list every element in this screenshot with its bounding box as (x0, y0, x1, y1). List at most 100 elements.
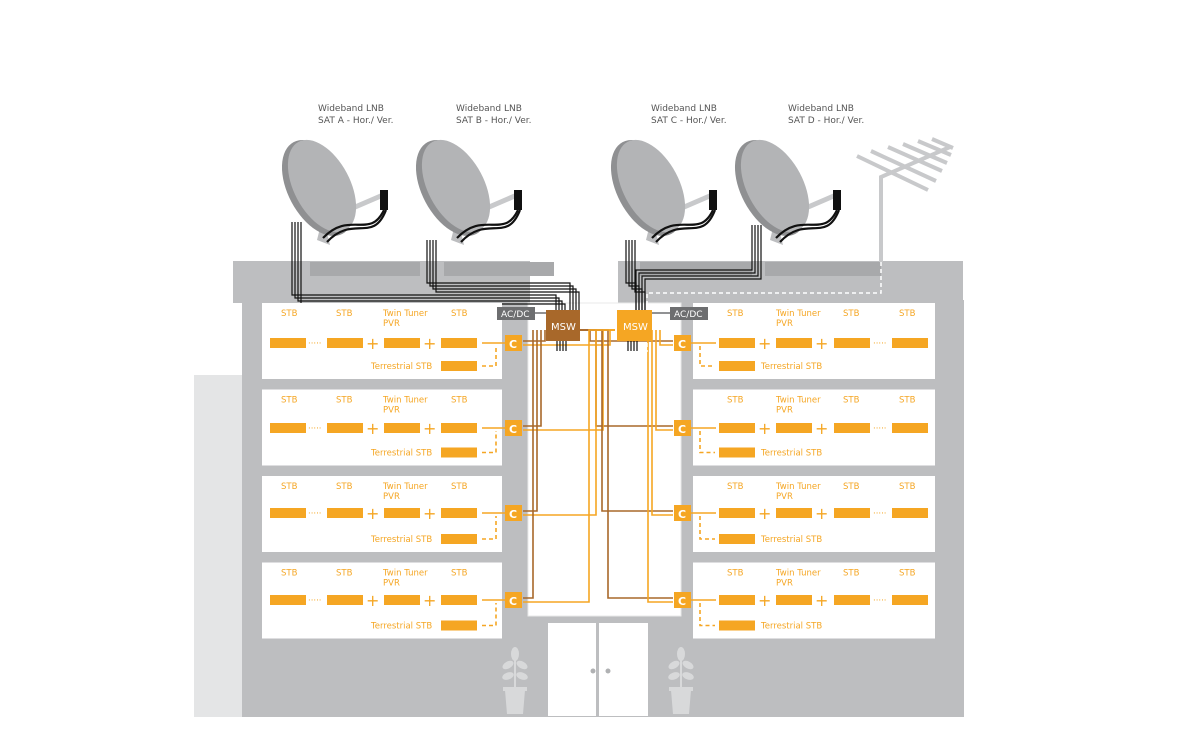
satellite-cable-b (426, 240, 571, 312)
pvr-label: PVR (776, 492, 793, 502)
pot (671, 690, 691, 714)
plus-icon: + (366, 334, 379, 353)
stb-label: STB (336, 309, 353, 319)
stb-device-icon (834, 338, 870, 348)
plus-icon: + (423, 334, 436, 353)
stb-label: STB (281, 396, 298, 406)
terrestrial-cable (482, 516, 497, 540)
pot-rim (669, 687, 693, 691)
pvr-label: PVR (383, 319, 400, 329)
satellite-cable-d (635, 225, 753, 312)
terrestrial-device-icon (719, 361, 755, 371)
stb-label: STB (899, 569, 916, 579)
stb-label: STB (843, 569, 860, 579)
terrestrial-cable (699, 431, 715, 454)
msw-box (546, 310, 580, 341)
stb-label: STB (451, 482, 468, 492)
pvr-label: Twin Tuner (382, 482, 428, 492)
msw-label: MSW (551, 322, 576, 333)
stb-device-icon (327, 508, 363, 518)
lnb-cable (456, 209, 519, 239)
pot (505, 690, 525, 714)
potted-plant-icon (668, 647, 694, 714)
connector-box (505, 505, 522, 521)
connector-label: C (509, 423, 517, 436)
dish-mount-a (310, 262, 420, 276)
pvr-label: PVR (776, 319, 793, 329)
pvr-device-icon (384, 595, 420, 605)
riser-cable-orange (651, 330, 673, 516)
pvr-label: PVR (776, 579, 793, 589)
dish-face (421, 139, 491, 233)
terrestrial-device-icon (441, 620, 477, 631)
stb-device-icon (327, 423, 363, 433)
satellite-cable-d (641, 225, 759, 312)
connector-box (674, 592, 691, 608)
dish-mount-c (640, 262, 752, 276)
stb-device-icon (441, 508, 477, 518)
satellite-cable-a (297, 222, 563, 312)
riser-cable-orange (523, 329, 615, 603)
pvr-label: Twin Tuner (775, 309, 821, 319)
pvr-device-icon (384, 338, 420, 348)
satellite-cable-b (432, 240, 577, 312)
stb-label: STB (336, 396, 353, 406)
terrestrial-label: Terrestrial STB (370, 362, 432, 372)
terrestrial-cable (482, 346, 497, 367)
plus-icon: + (815, 334, 828, 353)
stb-device-icon (834, 423, 870, 433)
lnb-cable (651, 209, 714, 239)
stb-label: STB (727, 396, 744, 406)
terrestrial-label: Terrestrial STB (370, 449, 432, 459)
lnb-cable (775, 209, 838, 239)
stb-device-icon (327, 595, 363, 605)
stb-device-icon (441, 595, 477, 605)
plus-icon: + (758, 334, 771, 353)
plus-icon: + (815, 419, 828, 438)
stb-label: STB (336, 569, 353, 579)
connector-box (505, 592, 522, 608)
annex-building-lower (202, 405, 242, 717)
stb-label: STB (727, 309, 744, 319)
connector-box (505, 335, 522, 351)
stb-device-icon (834, 595, 870, 605)
riser-cable-orange (655, 330, 673, 431)
dish-mount-b (444, 262, 554, 276)
connector-label: C (678, 423, 686, 436)
lnb-label-line1: Wideband LNB (318, 104, 384, 114)
stb-device-icon (892, 423, 928, 433)
stb-label: STB (843, 482, 860, 492)
stb-device-icon (270, 338, 306, 348)
connector-box (674, 505, 691, 521)
pvr-label: Twin Tuner (382, 396, 428, 406)
stb-device-icon (270, 595, 306, 605)
ellipsis: ····· (308, 339, 322, 349)
terrestrial-label: Terrestrial STB (760, 622, 822, 632)
plus-icon: + (815, 591, 828, 610)
terrestrial-device-icon (719, 534, 755, 544)
terrestrial-cable (699, 603, 715, 627)
satellite-dish-icon-b (415, 139, 522, 245)
stb-device-icon (834, 508, 870, 518)
stb-label: STB (727, 569, 744, 579)
connector-label: C (509, 508, 517, 521)
lnb-cable (655, 209, 717, 243)
satellite-dish-icon-d (734, 139, 841, 245)
ellipsis: ····· (308, 509, 322, 519)
pvr-label: Twin Tuner (382, 569, 428, 579)
lnb-cable (322, 209, 385, 239)
stb-label: STB (451, 396, 468, 406)
riser-cable-orange (659, 330, 673, 346)
terrestrial-device-icon (441, 447, 477, 458)
power-supply-box (497, 307, 535, 320)
satellite-cable-a (294, 222, 560, 312)
plus-icon: + (423, 419, 436, 438)
stb-device-icon (441, 338, 477, 348)
